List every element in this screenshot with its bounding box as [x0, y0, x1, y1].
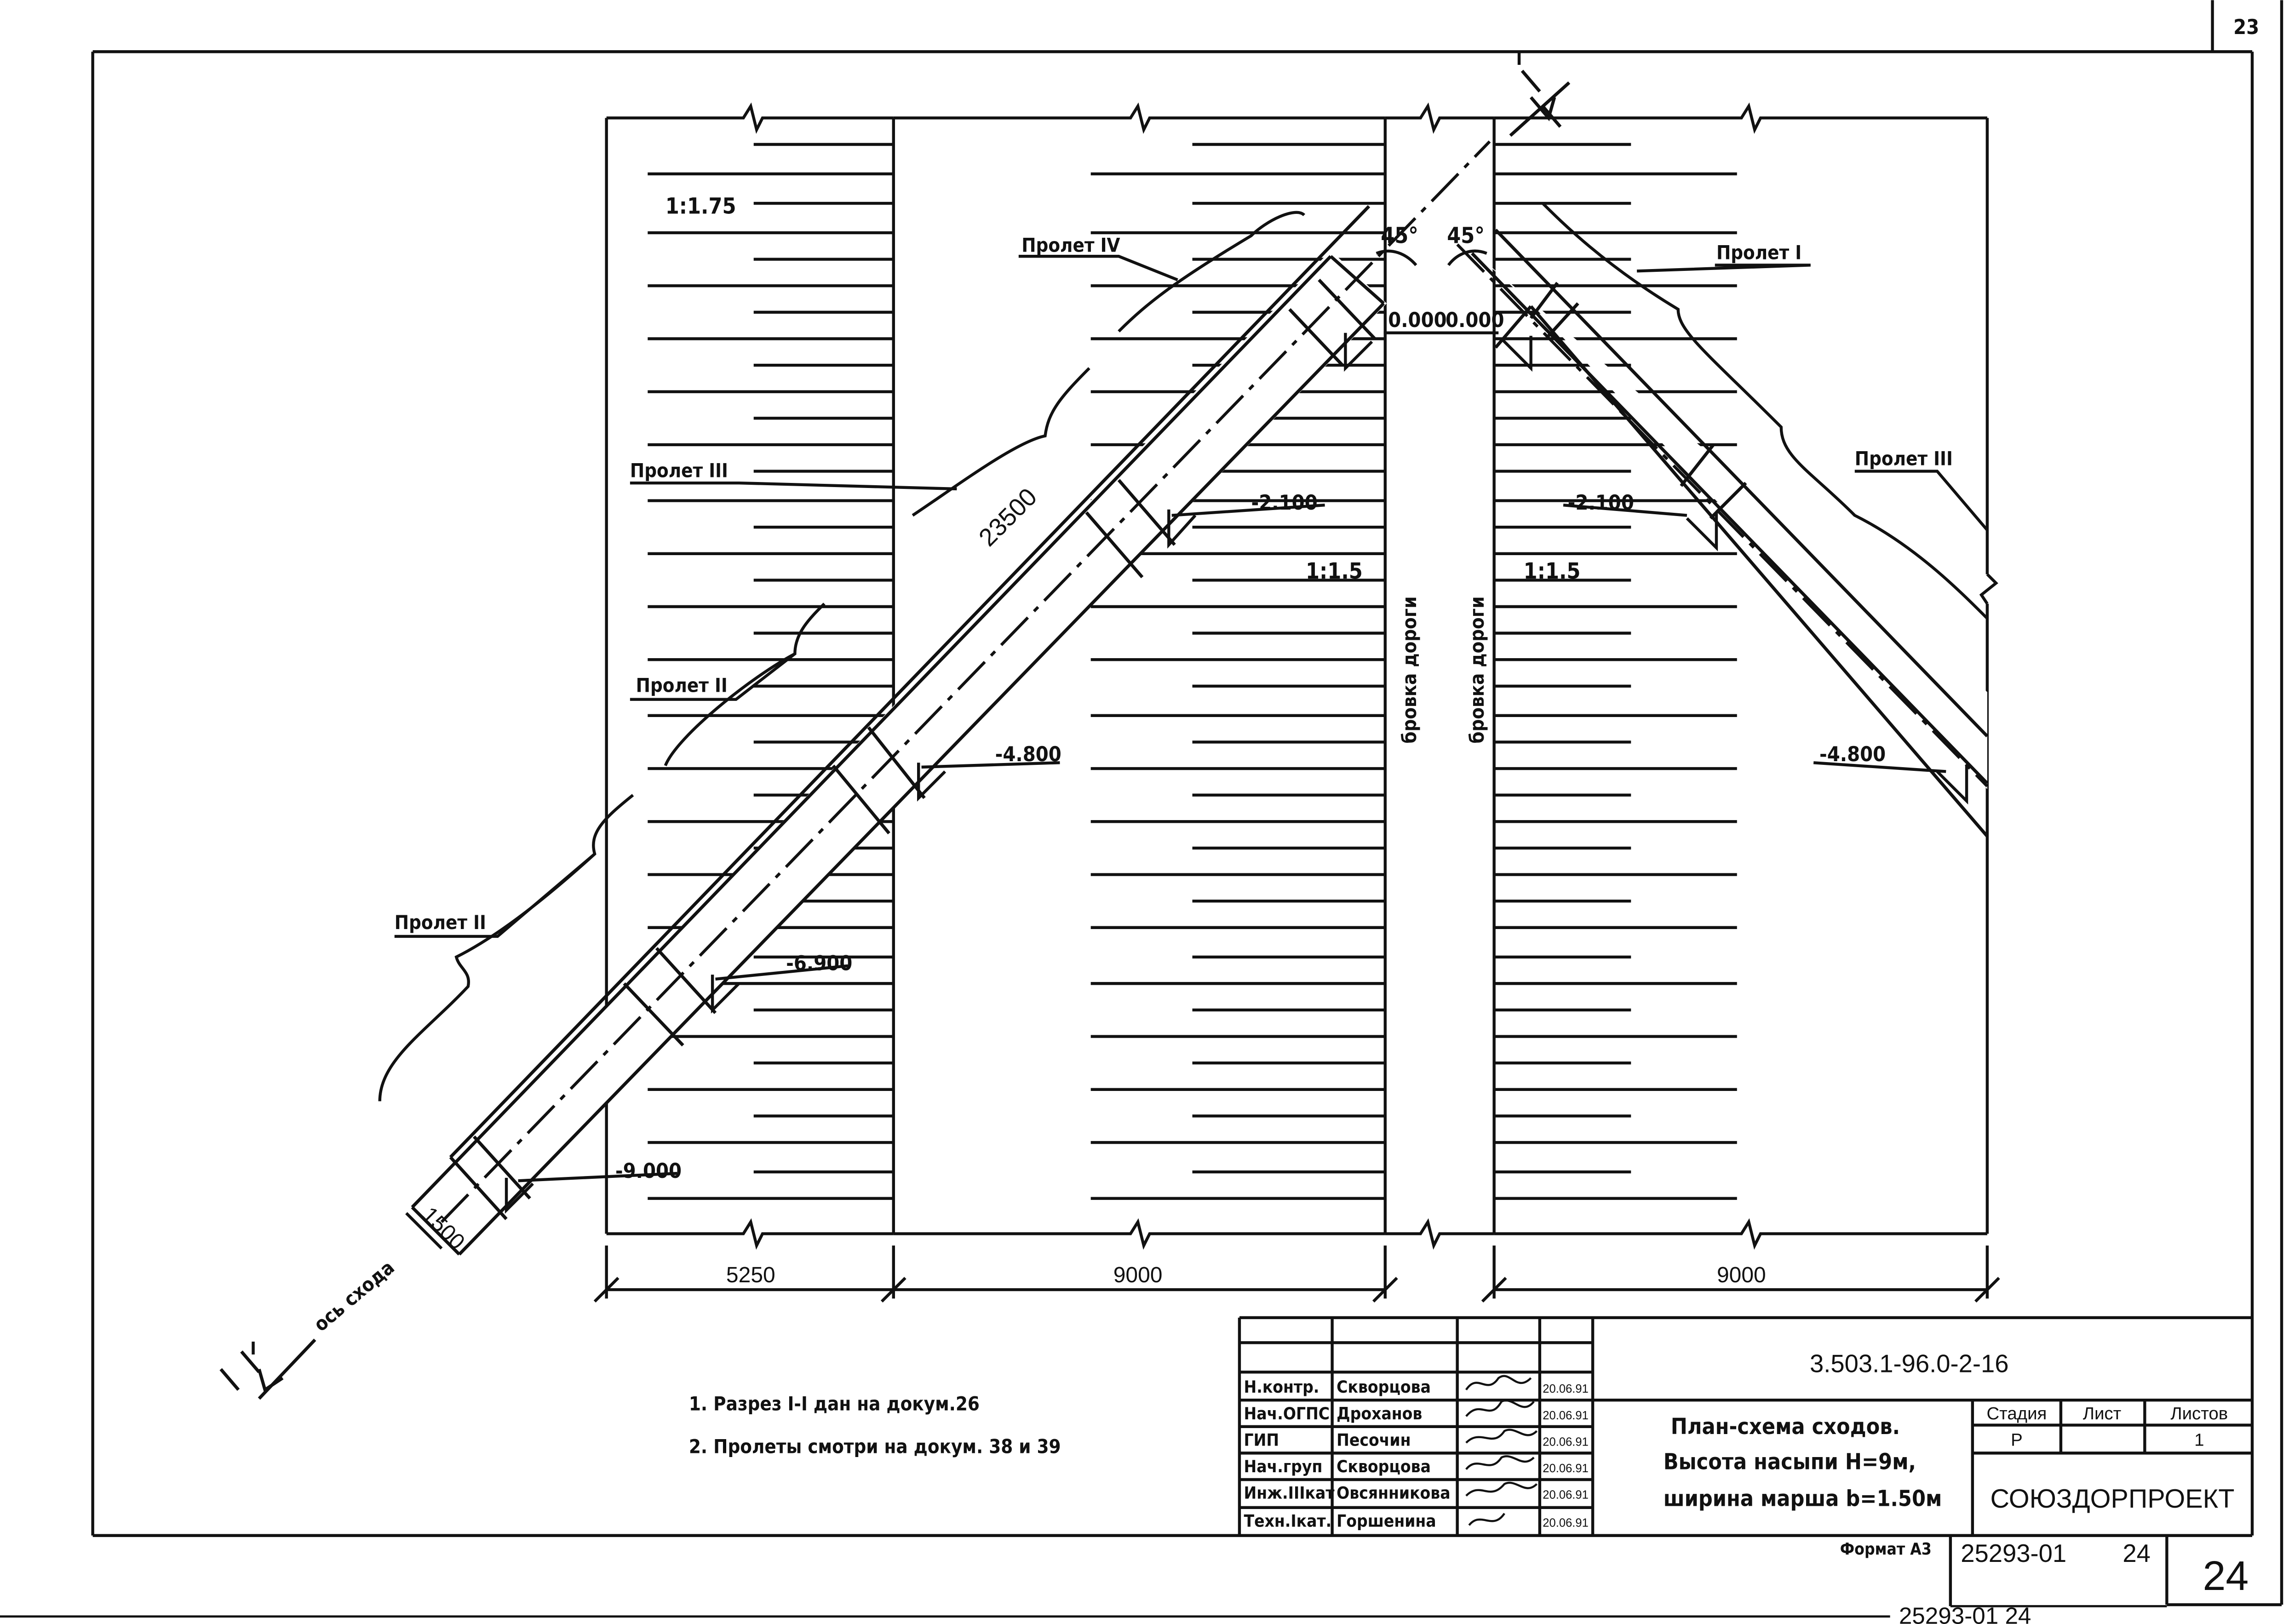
right-axis-line [1456, 243, 1989, 787]
title-line-1: План-схема сходов. [1671, 1414, 1900, 1440]
slope-label-mid-left: 1:1.5 [1306, 558, 1363, 584]
angle-label-right: 45° [1447, 223, 1485, 248]
span-ii-upper-label: Пролет II [636, 674, 728, 697]
sheet-frame [91, 0, 2283, 1607]
sheets-header: Листов [2170, 1404, 2228, 1423]
span-iii-left-label: Пролет III [630, 459, 728, 482]
elevation-2100-right: -2.100 [1568, 490, 1634, 515]
stage-value: Р [2011, 1430, 2023, 1450]
note-1: 1. Разрез I-I дан на докум.26 [689, 1393, 980, 1415]
staff-role: Н.контр. [1244, 1377, 1319, 1397]
span-i-label: Пролет I [1716, 241, 1801, 264]
staff-date: 20.06.91 [1543, 1435, 1589, 1448]
elevation-4800-right: -4.800 [1819, 742, 1886, 766]
dimension-5250: 5250 [726, 1263, 775, 1287]
elevation-leaders [518, 331, 1946, 1182]
signatures [1465, 1375, 1538, 1526]
staff-name: Песочин [1337, 1430, 1411, 1450]
left-axis-line [440, 140, 1491, 1223]
elevation-6900: -6.900 [786, 951, 852, 976]
stair-axis-label: ось схода [310, 1256, 399, 1336]
staff-name: Овсянникова [1337, 1483, 1450, 1503]
section-mark-bottom: I [250, 1338, 256, 1359]
span-braces [378, 202, 1989, 1102]
section-cut-marks [219, 69, 1571, 1400]
stair-masks [412, 250, 1987, 1255]
span-iii-right-label: Пролет III [1855, 448, 1953, 470]
road-edge-label-right: бровка дороги [1466, 596, 1488, 743]
sheets-value: 1 [2194, 1430, 2204, 1450]
document-code: 3.503.1-96.0-2-16 [1810, 1349, 2009, 1377]
dimension-9000-right: 9000 [1717, 1263, 1766, 1287]
staff-role: Нач.груп [1244, 1457, 1323, 1476]
big-page-number: 24 [2203, 1553, 2249, 1599]
staff-date: 20.06.91 [1543, 1409, 1589, 1422]
bottom-scribble: 25293-01 24 [1899, 1603, 2031, 1624]
staff-name: Скворцова [1337, 1457, 1431, 1476]
staff-name: Скворцова [1337, 1377, 1431, 1397]
archive-sheet-number: 24 [2123, 1539, 2151, 1567]
flight-length-dimension: 23500 [973, 482, 1042, 551]
staff-role: Нач.ОГПС [1244, 1404, 1330, 1423]
elevation-2100-left: -2.100 [1251, 490, 1318, 515]
section-mark-top: I [1516, 49, 1522, 69]
staff-role: Техн.Iкат. [1244, 1511, 1332, 1531]
staff-role: ГИП [1244, 1430, 1279, 1450]
right-descent-markers [1500, 336, 1968, 805]
staff-name: Дроханов [1337, 1404, 1422, 1423]
sheet-header: Лист [2083, 1404, 2121, 1423]
staff-date: 20.06.91 [1543, 1516, 1589, 1529]
slope-hatching-left [648, 143, 894, 1200]
embankment-outline [605, 102, 1998, 1250]
angle-label-left: 45° [1381, 223, 1418, 248]
span-ii-lower-label: Пролет II [395, 911, 486, 934]
staff-date: 20.06.91 [1543, 1462, 1589, 1475]
archive-number: 25293-01 [1961, 1539, 2066, 1567]
staff-date: 20.06.91 [1543, 1383, 1589, 1395]
left-descent-markers [505, 333, 1373, 1214]
corner-sheet-number: 23 [2233, 15, 2259, 39]
staff-date: 20.06.91 [1543, 1489, 1589, 1502]
dimension-9000-left: 9000 [1113, 1263, 1163, 1287]
staff-role: Инж.IIIкат [1244, 1483, 1335, 1503]
elevation-top-right: 0.000 [1446, 308, 1504, 332]
right-stair-flight [1471, 229, 1989, 838]
road-edge-label-left: бровка дороги [1398, 596, 1421, 743]
staff-rows: Н.контр. Скворцова 20.06.91 Нач.ОГПС Дро… [1244, 1377, 1589, 1531]
stage-header: Стадия [1986, 1404, 2047, 1423]
slope-label-mid-right: 1:1.5 [1524, 558, 1581, 584]
elevation-4800-left: -4.800 [995, 742, 1061, 766]
format-label: Формат А3 [1840, 1540, 1932, 1559]
title-line-3: ширина марша b=1.50м [1664, 1486, 1942, 1512]
note-2: 2. Пролеты смотри на докум. 38 и 39 [689, 1435, 1061, 1458]
slope-label-top: 1:1.75 [665, 193, 736, 219]
span-iv-label: Пролет IV [1021, 234, 1120, 257]
elevation-9000: -9.000 [615, 1159, 682, 1183]
organization-name: СОЮЗДОРПРОЕКТ [1990, 1484, 2234, 1514]
staff-name: Горшенина [1337, 1511, 1436, 1531]
bottom-dimension-lines [405, 1212, 2000, 1303]
elevation-top-left: 0.000 [1388, 308, 1446, 332]
slope-hatching-right [1494, 143, 1737, 1200]
title-line-2: Высота насыпи Н=9м, [1664, 1449, 1916, 1475]
title-block-grid [1238, 1316, 2252, 1607]
